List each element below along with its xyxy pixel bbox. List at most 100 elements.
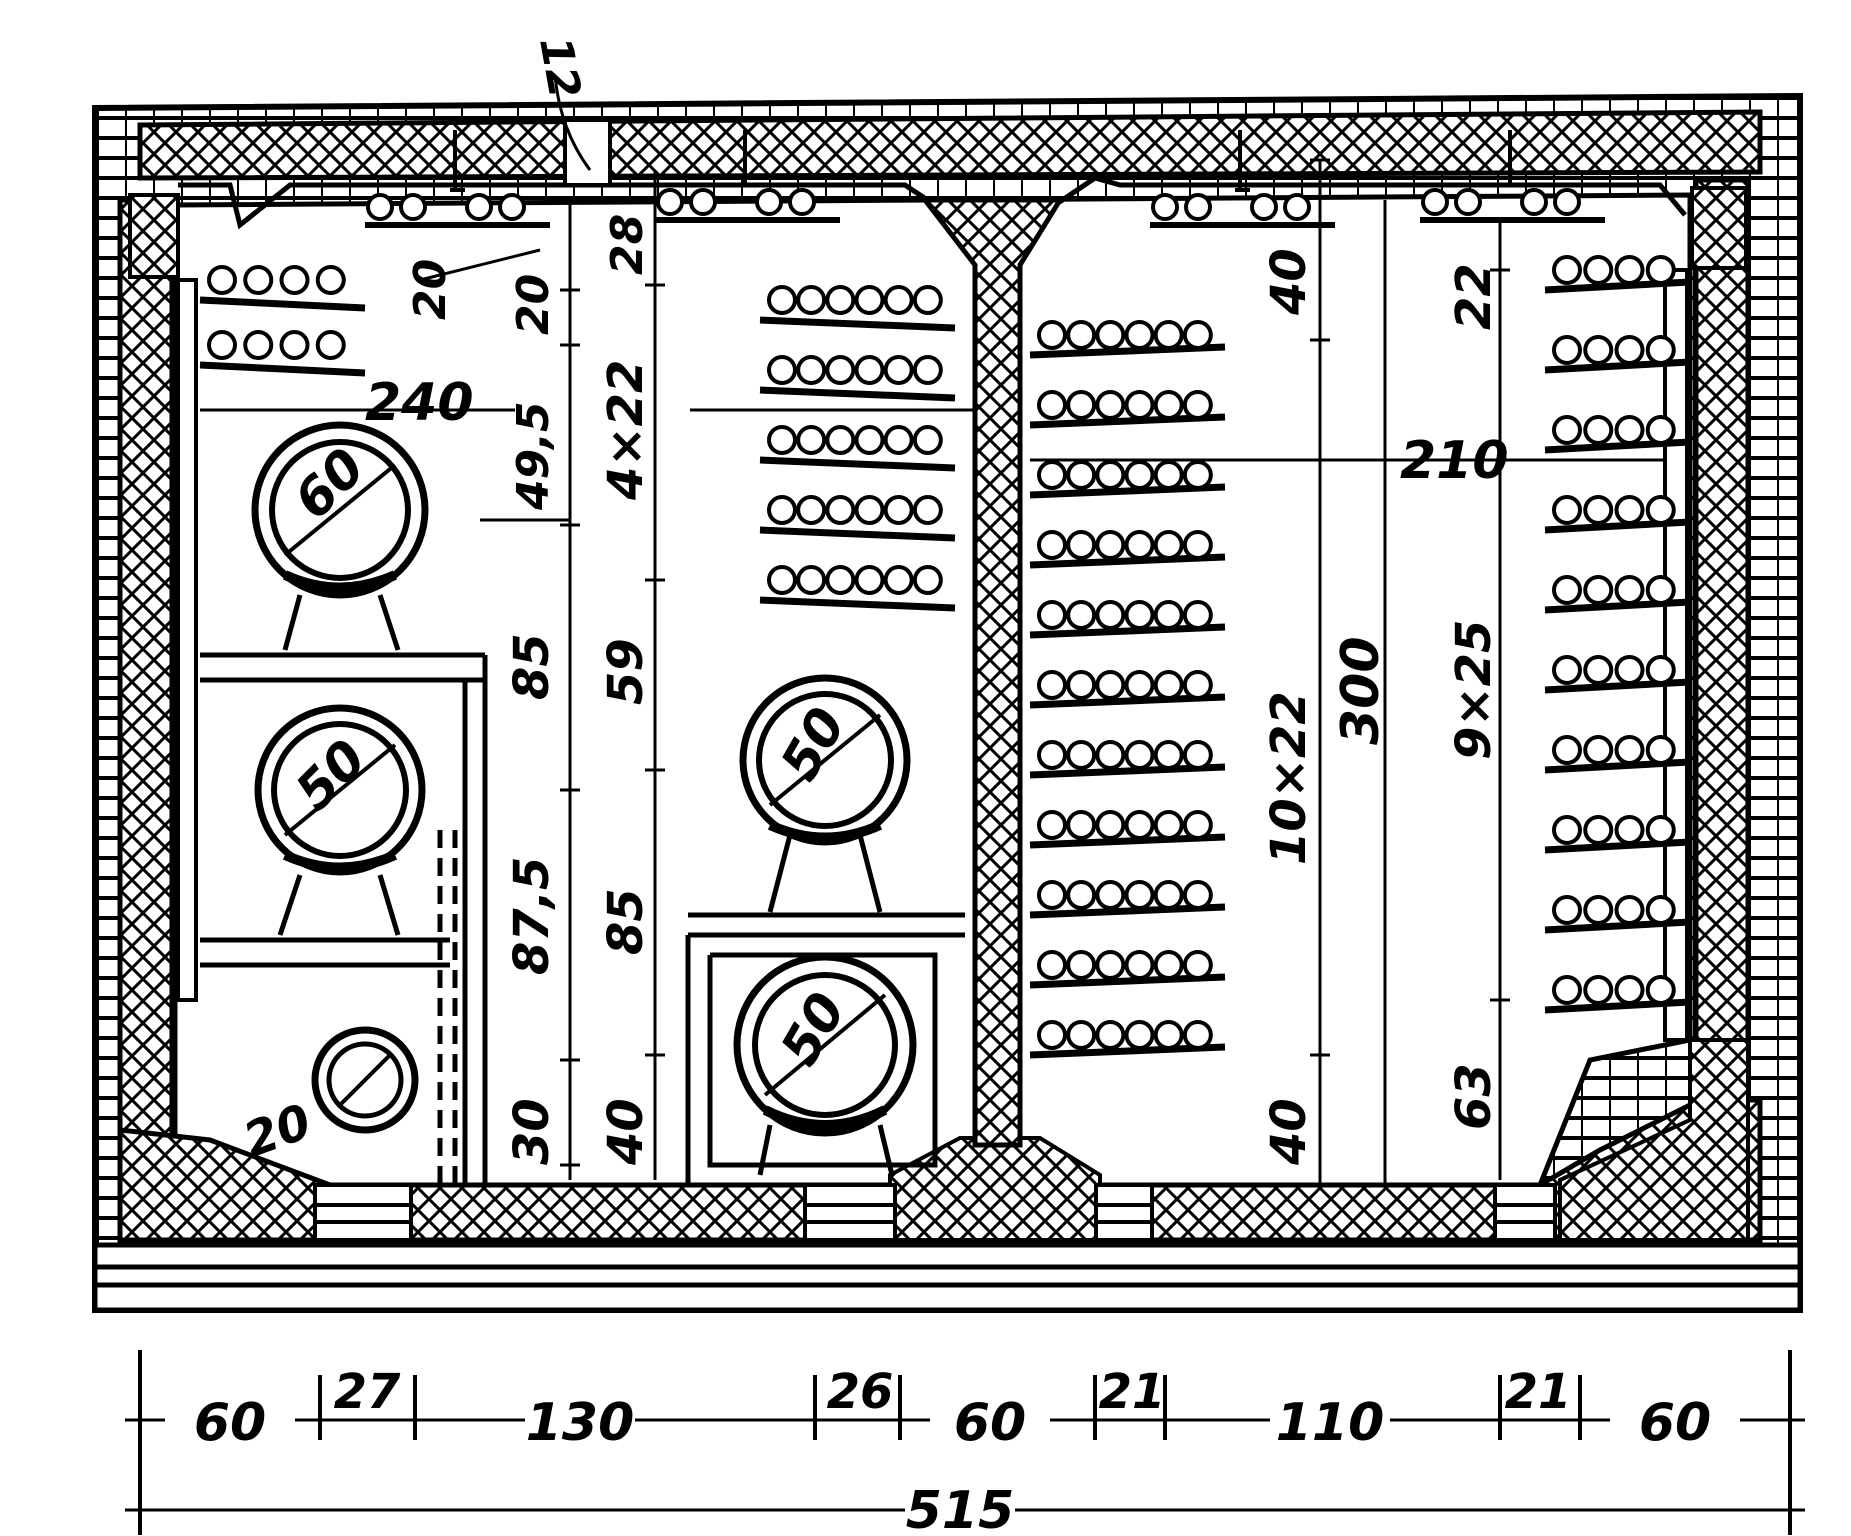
- cable: [1614, 815, 1645, 845]
- base-slab-1: [92, 1242, 1803, 1270]
- cable: [1095, 530, 1126, 560]
- cable: [1124, 530, 1155, 560]
- cable: [1645, 735, 1676, 765]
- cable: [796, 495, 827, 525]
- cable: [279, 330, 310, 360]
- cable: [1583, 255, 1614, 285]
- cable: [1066, 950, 1097, 980]
- pipe-legs-60: [282, 594, 401, 651]
- cable: [1124, 880, 1155, 910]
- cable: [1583, 335, 1614, 365]
- dim-40-left: 40: [598, 1098, 654, 1166]
- cable: [1037, 740, 1067, 770]
- cable: [825, 285, 856, 315]
- shelf-mid-bracket: [759, 596, 956, 612]
- cable: [883, 495, 914, 525]
- right-corner-block: [1690, 186, 1748, 270]
- cable-shelves: [199, 255, 1691, 1059]
- cable: [1552, 735, 1582, 765]
- cable: [1095, 600, 1126, 630]
- cable: [1066, 530, 1097, 560]
- cable: [1037, 530, 1067, 560]
- cable: [1066, 600, 1097, 630]
- cable: [1124, 320, 1155, 350]
- pipe-legs-50c: [757, 1124, 895, 1176]
- left-corner-block: [128, 193, 180, 279]
- cable: [1037, 320, 1067, 350]
- cable: [1066, 740, 1097, 770]
- cable: [1153, 810, 1184, 840]
- cable: [796, 425, 827, 455]
- cable: [1520, 188, 1548, 216]
- cable: [1614, 335, 1645, 365]
- bottom-dim-4: 60: [954, 1393, 1026, 1453]
- cable: [465, 193, 493, 221]
- cable: [1583, 575, 1614, 605]
- bottom-dim-3: 26: [827, 1364, 894, 1420]
- cable: [1283, 193, 1311, 221]
- cable: [854, 495, 885, 525]
- cable: [854, 285, 885, 315]
- cable: [689, 188, 717, 216]
- cable: [1553, 188, 1581, 216]
- cable: [1182, 320, 1213, 350]
- cable: [1153, 530, 1184, 560]
- cable: [1153, 880, 1184, 910]
- cable: [207, 330, 237, 360]
- cable: [1095, 460, 1126, 490]
- left-frame-lower: [200, 937, 450, 968]
- dim-87-5: 87,5: [504, 857, 560, 975]
- mid-frame: [685, 912, 965, 1185]
- cable: [1066, 390, 1097, 420]
- cable: [1095, 390, 1126, 420]
- cable: [825, 355, 856, 385]
- cable: [1153, 390, 1184, 420]
- roof-lintel: [563, 118, 612, 187]
- cable: [1614, 495, 1645, 525]
- cable: [498, 193, 526, 221]
- cable: [1184, 193, 1212, 221]
- cable: [1095, 740, 1126, 770]
- cable: [1153, 600, 1184, 630]
- cable: [1645, 655, 1676, 685]
- cable: [1645, 895, 1676, 925]
- base-slab-3: [92, 1282, 1803, 1313]
- shelf-mid-bracket: [759, 456, 956, 472]
- cable: [767, 425, 797, 455]
- cable: [1124, 1020, 1155, 1050]
- cable: [883, 425, 914, 455]
- cable: [1614, 255, 1645, 285]
- cable: [1583, 495, 1614, 525]
- left-wall-crosshatch: [117, 197, 175, 1243]
- dim-28: 28: [602, 214, 653, 275]
- cable: [366, 193, 394, 221]
- shelf-left-bracket: [199, 296, 366, 312]
- cable: [1095, 1020, 1126, 1050]
- cable: [1645, 255, 1676, 285]
- cable: [912, 285, 943, 315]
- cable: [854, 425, 885, 455]
- cable: [883, 285, 914, 315]
- cable: [1614, 575, 1645, 605]
- dim-22: 22: [1446, 263, 1502, 330]
- cable: [315, 265, 346, 295]
- cable: [1124, 950, 1155, 980]
- bottom-dim-1: 27: [334, 1364, 401, 1420]
- internal-dimension-lines: [200, 74, 1665, 1185]
- cable: [1552, 575, 1582, 605]
- cable: [1614, 415, 1645, 445]
- cable: [825, 425, 856, 455]
- cable: [1153, 1020, 1184, 1050]
- cable: [1645, 975, 1676, 1005]
- cable: [1153, 670, 1184, 700]
- cable: [1037, 810, 1067, 840]
- cable: [1552, 655, 1582, 685]
- ceiling-hanger: [1505, 130, 1520, 187]
- cable: [1182, 670, 1213, 700]
- cable: [1153, 320, 1184, 350]
- cable: [1614, 735, 1645, 765]
- shelf-mid-bracket: [759, 386, 956, 402]
- pipe-legs-50b: [767, 834, 883, 913]
- cable: [1583, 735, 1614, 765]
- shelf-left-bracket: [199, 361, 366, 377]
